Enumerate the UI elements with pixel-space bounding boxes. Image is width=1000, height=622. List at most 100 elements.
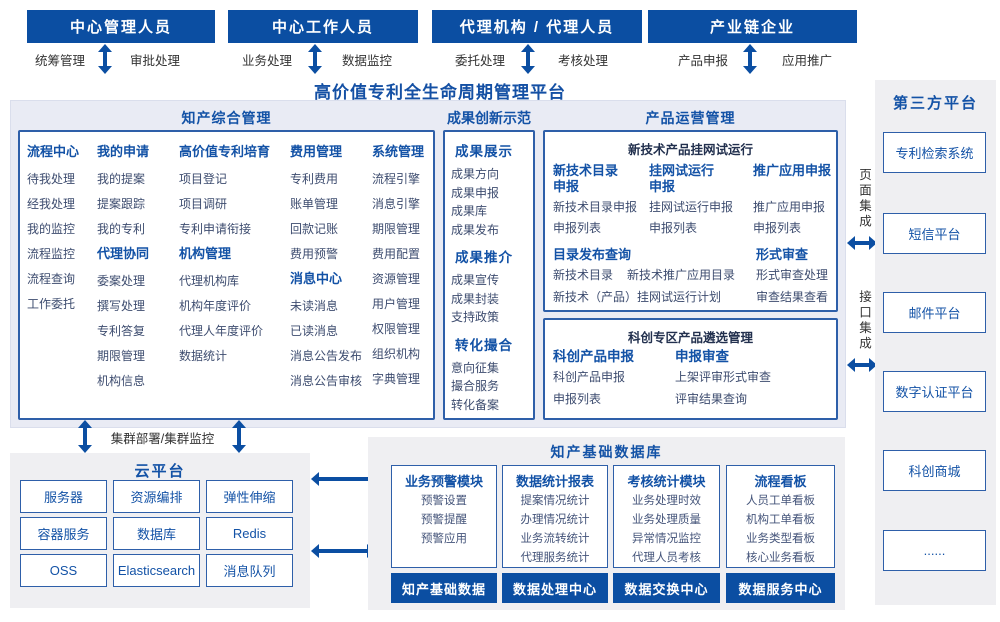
cloud-item: Elasticsearch bbox=[113, 554, 200, 587]
trial-col-promotion: 推广应用申报 推广应用申报 申报列表 bbox=[753, 163, 837, 239]
menu-item: 消息公告发布 bbox=[290, 349, 363, 363]
column-process-center: 流程中心 待我处理 经我处理 我的监控 流程监控 流程查询 工作委托 bbox=[27, 142, 79, 317]
cloud-item: 弹性伸缩 bbox=[206, 480, 293, 513]
role-label: 统筹管理 bbox=[34, 54, 85, 68]
third-party-item: 数字认证平台 bbox=[883, 371, 986, 412]
double-arrow-icon bbox=[232, 420, 246, 453]
role-label: 委托处理 bbox=[454, 54, 505, 68]
group-header: 成果推介 bbox=[455, 250, 513, 265]
menu-item: 新技术目录申报 bbox=[553, 200, 638, 214]
menu-item: 撮合服务 bbox=[451, 379, 500, 393]
menu-item: 科创产品申报 bbox=[553, 370, 626, 384]
cloud-platform-title: 云平台 bbox=[134, 463, 186, 480]
menu-item: 预警应用 bbox=[421, 533, 467, 545]
menu-item: 代理机构库 bbox=[179, 274, 240, 288]
menu-item: 期限管理 bbox=[97, 349, 146, 363]
menu-item: 我的监控 bbox=[27, 222, 76, 236]
column-header: 形式审查 bbox=[756, 247, 809, 262]
menu-item: 我的专利 bbox=[97, 222, 146, 236]
menu-item: 专利答复 bbox=[97, 324, 146, 338]
double-arrow-icon bbox=[847, 358, 877, 372]
trial-run-title: 新技术产品挂网试运行 bbox=[627, 143, 753, 157]
double-arrow-icon bbox=[847, 236, 877, 250]
role-box-industry: 产业链企业 bbox=[648, 10, 857, 43]
menu-item: 消息公告审核 bbox=[290, 374, 363, 388]
left-arrow-icon bbox=[311, 472, 375, 486]
menu-item: 申报列表 bbox=[553, 392, 602, 406]
role-title: 中心管理人员 bbox=[69, 19, 172, 36]
data-center-badge: 知产基础数据 bbox=[391, 573, 497, 603]
menu-item: 推广应用申报 bbox=[753, 200, 826, 214]
menu-item: 权限管理 bbox=[372, 322, 421, 336]
role-title: 产业链企业 bbox=[709, 19, 795, 36]
role-label: 数据监控 bbox=[341, 54, 392, 68]
column-subheader: 机构管理 bbox=[179, 246, 232, 261]
menu-item: 成果宣传 bbox=[451, 273, 500, 287]
menu-item: 成果封装 bbox=[451, 291, 500, 306]
third-party-item: 邮件平台 bbox=[883, 292, 986, 333]
menu-item: 费用配置 bbox=[372, 247, 421, 261]
cloud-item: 数据库 bbox=[113, 517, 200, 550]
section-title-product-operation: 产品运营管理 bbox=[645, 110, 736, 126]
column-header: 高价值专利培育 bbox=[179, 144, 271, 159]
column-header: 挂网试运行 申报 bbox=[649, 163, 715, 194]
menu-item: 挂网试运行申报 bbox=[649, 200, 734, 214]
role-label: 产品申报 bbox=[677, 54, 728, 68]
third-party-panel: 第三方平台 专利检索系统 短信平台 邮件平台 数字认证平台 科创商城 .....… bbox=[875, 80, 996, 605]
menu-item: 撰写处理 bbox=[97, 299, 146, 313]
double-arrow-icon bbox=[521, 44, 535, 74]
menu-item: 流程查询 bbox=[27, 272, 76, 286]
menu-item: 预警设置 bbox=[421, 495, 467, 507]
sci-product-declare: 科创产品申报 科创产品申报 申报列表 bbox=[553, 348, 634, 410]
menu-item: 申报列表 bbox=[553, 221, 602, 235]
column-header: 费用管理 bbox=[290, 144, 343, 159]
trial-run-box: 新技术产品挂网试运行 新技术目录 申报 新技术目录申报 申报列表 挂网试运行 申… bbox=[543, 130, 838, 312]
cluster-label: 集群部署/集群监控 bbox=[110, 432, 215, 446]
cloud-platform-panel: 云平台 服务器 资源编排 弹性伸缩 容器服务 数据库 Redis OSS Ela… bbox=[10, 453, 310, 608]
menu-item: 回款记账 bbox=[290, 222, 339, 236]
cloud-item: Redis bbox=[206, 517, 293, 550]
column-header: 推广应用申报 bbox=[753, 163, 832, 178]
third-party-item: 短信平台 bbox=[883, 213, 986, 254]
declare-review: 申报审查 上架评审形式审查 评审结果查询 bbox=[675, 348, 771, 410]
column-header: 科创产品申报 bbox=[553, 349, 634, 364]
platform-title: 高价值专利全生命周期管理平台 bbox=[314, 83, 566, 102]
menu-item: 代理人员考核 bbox=[632, 552, 701, 564]
ip-database-panel: 知产基础数据库 业务预警模块 预警设置 预警提醒 预警应用 数据统计报表 提案情… bbox=[368, 437, 845, 610]
menu-item: 业务处理质量 bbox=[632, 514, 701, 526]
menu-item: 业务流转统计 bbox=[520, 533, 590, 545]
menu-item: 我的提案 bbox=[97, 172, 146, 186]
double-arrow-icon bbox=[743, 44, 757, 74]
cloud-item: 消息队列 bbox=[206, 554, 293, 587]
role-label: 考核处理 bbox=[557, 54, 608, 68]
menu-item: 形式审查处理 bbox=[756, 268, 829, 282]
module-alert: 业务预警模块 预警设置 预警提醒 预警应用 bbox=[391, 465, 497, 568]
menu-item: 业务处理时效 bbox=[632, 495, 701, 507]
module-header: 流程看板 bbox=[754, 474, 807, 489]
column-header: 系统管理 bbox=[372, 144, 425, 159]
menu-item: 办理情况统计 bbox=[520, 514, 590, 526]
menu-item: 上架评审形式审查 bbox=[675, 370, 772, 384]
menu-item: 预警提醒 bbox=[421, 514, 467, 526]
menu-item: 用户管理 bbox=[372, 297, 421, 311]
menu-item: 代理人年度评价 bbox=[179, 324, 264, 338]
column-header: 流程中心 bbox=[27, 144, 80, 159]
cloud-item: OSS bbox=[20, 554, 107, 587]
cloud-item: 容器服务 bbox=[20, 517, 107, 550]
column-header: 目录发布查询 bbox=[553, 247, 632, 262]
module-assessment: 考核统计模块 业务处理时效 业务处理质量 异常情况监控 代理人员考核 bbox=[613, 465, 720, 568]
third-party-item: 科创商城 bbox=[883, 450, 986, 491]
column-header: 申报审查 bbox=[675, 349, 729, 364]
column-header: 我的申请 bbox=[97, 144, 150, 159]
menu-item: 项目登记 bbox=[179, 172, 228, 186]
menu-item: 新技术（产品）挂网试运行计划 bbox=[553, 290, 722, 304]
menu-item: 新技术目录 bbox=[553, 268, 614, 282]
menu-item: 专利费用 bbox=[290, 172, 339, 186]
menu-item: 已读消息 bbox=[290, 324, 339, 338]
ip-management-box: 流程中心 待我处理 经我处理 我的监控 流程监控 流程查询 工作委托 我的申请 … bbox=[18, 130, 435, 420]
menu-item: 工作委托 bbox=[27, 297, 76, 311]
menu-item: 经我处理 bbox=[27, 197, 76, 211]
role-box-agency: 代理机构 / 代理人员 bbox=[432, 10, 642, 43]
api-integration-label: 接口集成 bbox=[857, 290, 871, 352]
menu-item: 人员工单看板 bbox=[746, 495, 815, 507]
